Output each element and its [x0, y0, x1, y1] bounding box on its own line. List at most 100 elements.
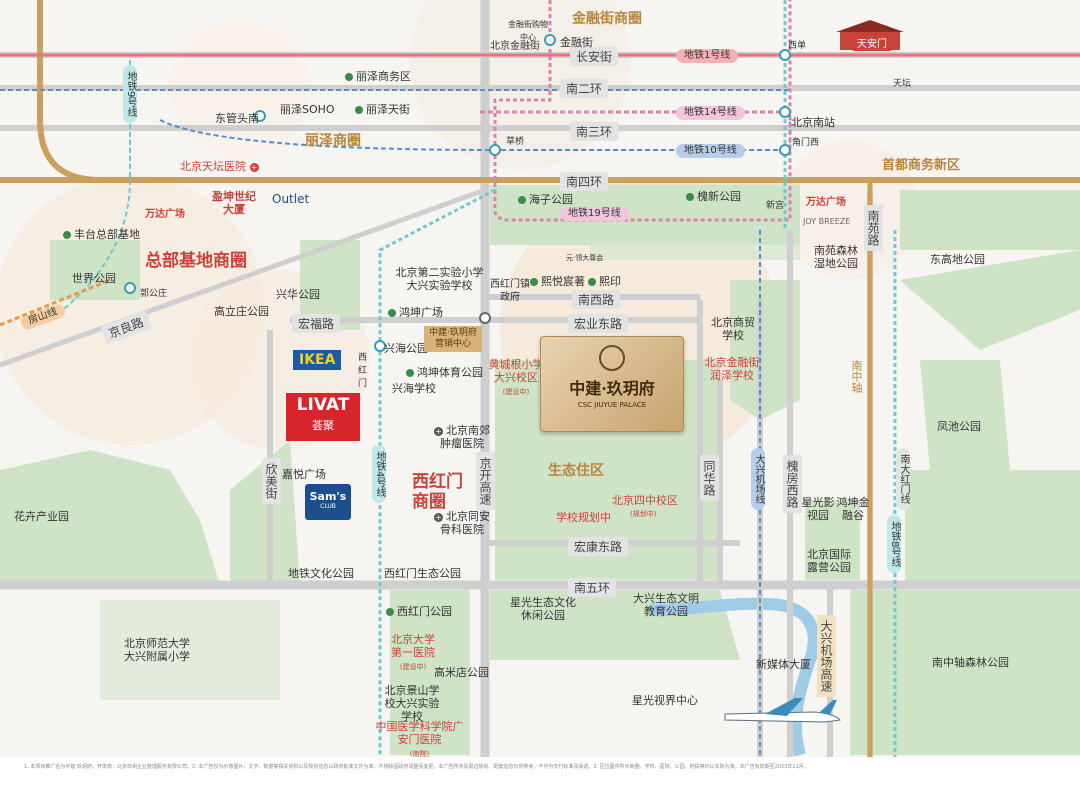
- metro-l10: 地铁10号线: [676, 144, 745, 158]
- poi-xingguang-view: 星光视界中心: [632, 694, 698, 707]
- poi-jinrong-center: 金融街购物中心: [508, 20, 548, 42]
- station-marker: [779, 144, 791, 156]
- poi-xinghua-park: 兴华公园: [276, 288, 320, 301]
- metro-l14: 地铁14号线: [676, 106, 745, 120]
- station-marker: [779, 49, 791, 61]
- district-xihongmen: 西红门商圈: [412, 472, 463, 512]
- sams-sub-text: CLUB: [320, 503, 336, 510]
- poi-fengchi: 凤池公园: [937, 420, 981, 433]
- sams-text: Sam's: [309, 490, 347, 503]
- poi-lize-biz: 丽泽商务区: [345, 70, 411, 83]
- poi-bjsy: 北京第二实验小学大兴实验学校: [395, 266, 484, 292]
- metro-daxing-airport: 大兴机场线: [751, 448, 765, 510]
- ring-r5: 南五环: [568, 578, 617, 597]
- poi-runze: 北京金融街润泽学校: [704, 356, 760, 382]
- poi-hongkun-sports: 鸿坤体育公园: [406, 366, 483, 379]
- station-marker: [374, 340, 386, 352]
- project-name: 中建·玖玥府: [569, 379, 655, 398]
- poi-xihongmen-park: 西红门公园: [386, 605, 452, 618]
- project-badge: 中建·玖玥府 CSC JIUYUE PALACE: [540, 336, 684, 432]
- poi-gaomidian: 高米店公园: [434, 666, 489, 679]
- station-marker: [254, 110, 266, 122]
- metro-l4: 地铁4号线: [372, 445, 386, 504]
- poi-haizi: 海子公园: [518, 193, 573, 206]
- metro-nanda: 南大红门线: [896, 448, 910, 510]
- project-name-en: CSC JIUYUE PALACE: [577, 401, 647, 409]
- livat-cn-text: 荟聚: [312, 419, 334, 432]
- station-xingong: 新宫: [766, 201, 785, 211]
- road-jingkai: 京开高速: [476, 452, 495, 510]
- station-marker: [479, 312, 491, 324]
- poi-sizhong-note: (规划中): [630, 510, 657, 518]
- district-jinrongjie: 金融街商圈: [572, 11, 642, 27]
- poi-xinmeiti: 新媒体大厦: [756, 658, 811, 671]
- sams-logo: Sam's CLUB: [305, 484, 351, 520]
- road-huaiqiao: 槐房西路: [783, 455, 802, 513]
- road-xinhua: 欣美街: [262, 458, 281, 504]
- poi-sizhong: 北京四中校区: [612, 494, 678, 507]
- landmark-tiantan: 天坛: [893, 79, 912, 89]
- metro-l8: 地铁8号线: [887, 515, 901, 574]
- livat-logo: LIVAT 荟聚: [286, 393, 360, 441]
- sales-center-tag: 中建·玖玥府营销中心: [424, 326, 482, 352]
- station-marker: [544, 34, 556, 46]
- poi-daxing-edu: 大兴生态文明教育公园: [633, 592, 699, 618]
- poi-xingguang-film: 星光影视园: [801, 496, 835, 522]
- poi-nanjiao: +北京南郊肿瘤医院: [434, 424, 490, 450]
- ring-r3: 南三环: [570, 122, 619, 141]
- road-nanxi: 南西路: [572, 290, 621, 309]
- poi-lize-tianjie: 丽泽天街: [355, 103, 410, 116]
- poi-yingkun: 盈坤世纪大厦: [212, 190, 256, 216]
- station-jiaomen: 角门西: [792, 138, 820, 148]
- poi-yuanyang: 元·领大尊会: [566, 254, 604, 262]
- poi-jingshan: 北京景山学校大兴实验学校: [384, 684, 440, 723]
- station-caoqiao: 草桥: [506, 137, 525, 147]
- district-zongbu: 总部基地商圈: [145, 251, 247, 271]
- ikea-logo: IKEA: [293, 350, 342, 370]
- station-marker: [779, 106, 791, 118]
- road-nanzhong: 南中轴: [850, 360, 863, 393]
- poi-tongan: +北京同安骨科医院: [434, 510, 490, 536]
- poi-outlet: Outlet: [272, 192, 310, 206]
- project-emblem-icon: [599, 345, 625, 371]
- poi-huahui: 花卉产业园: [14, 510, 69, 523]
- disclaimer-footer: 1. 本项目推广名为中建·玖玥府，开发商：北京玖玥企业管理服务有限公司。2. 本…: [0, 757, 1080, 793]
- station-xihongmen: 西红门: [358, 353, 368, 389]
- poi-beijing-jinrongjie: 北京金融街: [490, 41, 540, 52]
- airplane-icon: [724, 698, 841, 723]
- station-marker: [489, 144, 501, 156]
- poi-hongkun-fin: 鸿坤金融谷: [836, 496, 870, 522]
- district-lize: 丽泽商圈: [305, 133, 361, 149]
- road-changan: 长安街: [570, 47, 619, 66]
- poi-ditie-park: 地铁文化公园: [288, 567, 354, 580]
- poi-xiyin: 熙印: [588, 275, 621, 288]
- poi-nanzhong-forest: 南中轴森林公园: [932, 656, 1009, 669]
- station-guogongzhuang: 郭公庄: [140, 289, 168, 299]
- livat-text: LIVAT: [296, 395, 350, 415]
- poi-wanda-1: 万达广场: [145, 209, 185, 220]
- landmark-tiananmen: 天安门: [853, 38, 891, 51]
- poi-shangmao: 北京商贸学校: [711, 316, 755, 342]
- district-shoudu: 首都商务新区: [882, 158, 961, 173]
- poi-guanganmen: 中国医学科学院广安门医院(南院): [375, 720, 464, 758]
- road-hongye: 宏业东路: [568, 314, 629, 333]
- poi-hongkun-plaza: 鸿坤广场: [388, 306, 443, 319]
- road-hongkang: 宏康东路: [568, 537, 629, 556]
- poi-zongbu: 丰台总部基地: [63, 228, 140, 241]
- station-xidan: 西单: [788, 41, 807, 51]
- ring-r4: 南四环: [560, 172, 609, 191]
- poi-xiyue: 熙悦宸著: [530, 275, 585, 288]
- metro-l9: 地铁9号线: [123, 65, 137, 124]
- district-shengtai: 生态住区: [548, 463, 604, 479]
- poi-shijie: 世界公园: [72, 272, 116, 285]
- poi-xihongmen-gov: 西红门镇政府: [490, 279, 530, 303]
- disclaimer-text: 1. 本项目推广名为中建·玖玥府，开发商：北京玖玥企业管理服务有限公司。2. 本…: [24, 764, 809, 770]
- poi-nanyuan-wet: 南苑森林湿地公园: [814, 244, 858, 270]
- metro-l1: 地铁1号线: [676, 49, 739, 63]
- poi-jiayue: 嘉悦广场: [282, 468, 326, 481]
- station-dongguantou: 东管头南: [215, 112, 259, 125]
- station-beijing-south: 北京南站: [791, 116, 835, 129]
- poi-school-plan: 学校规划中: [556, 511, 611, 524]
- poi-huangcheng: 黄城根小学大兴校区(建设中): [488, 358, 544, 396]
